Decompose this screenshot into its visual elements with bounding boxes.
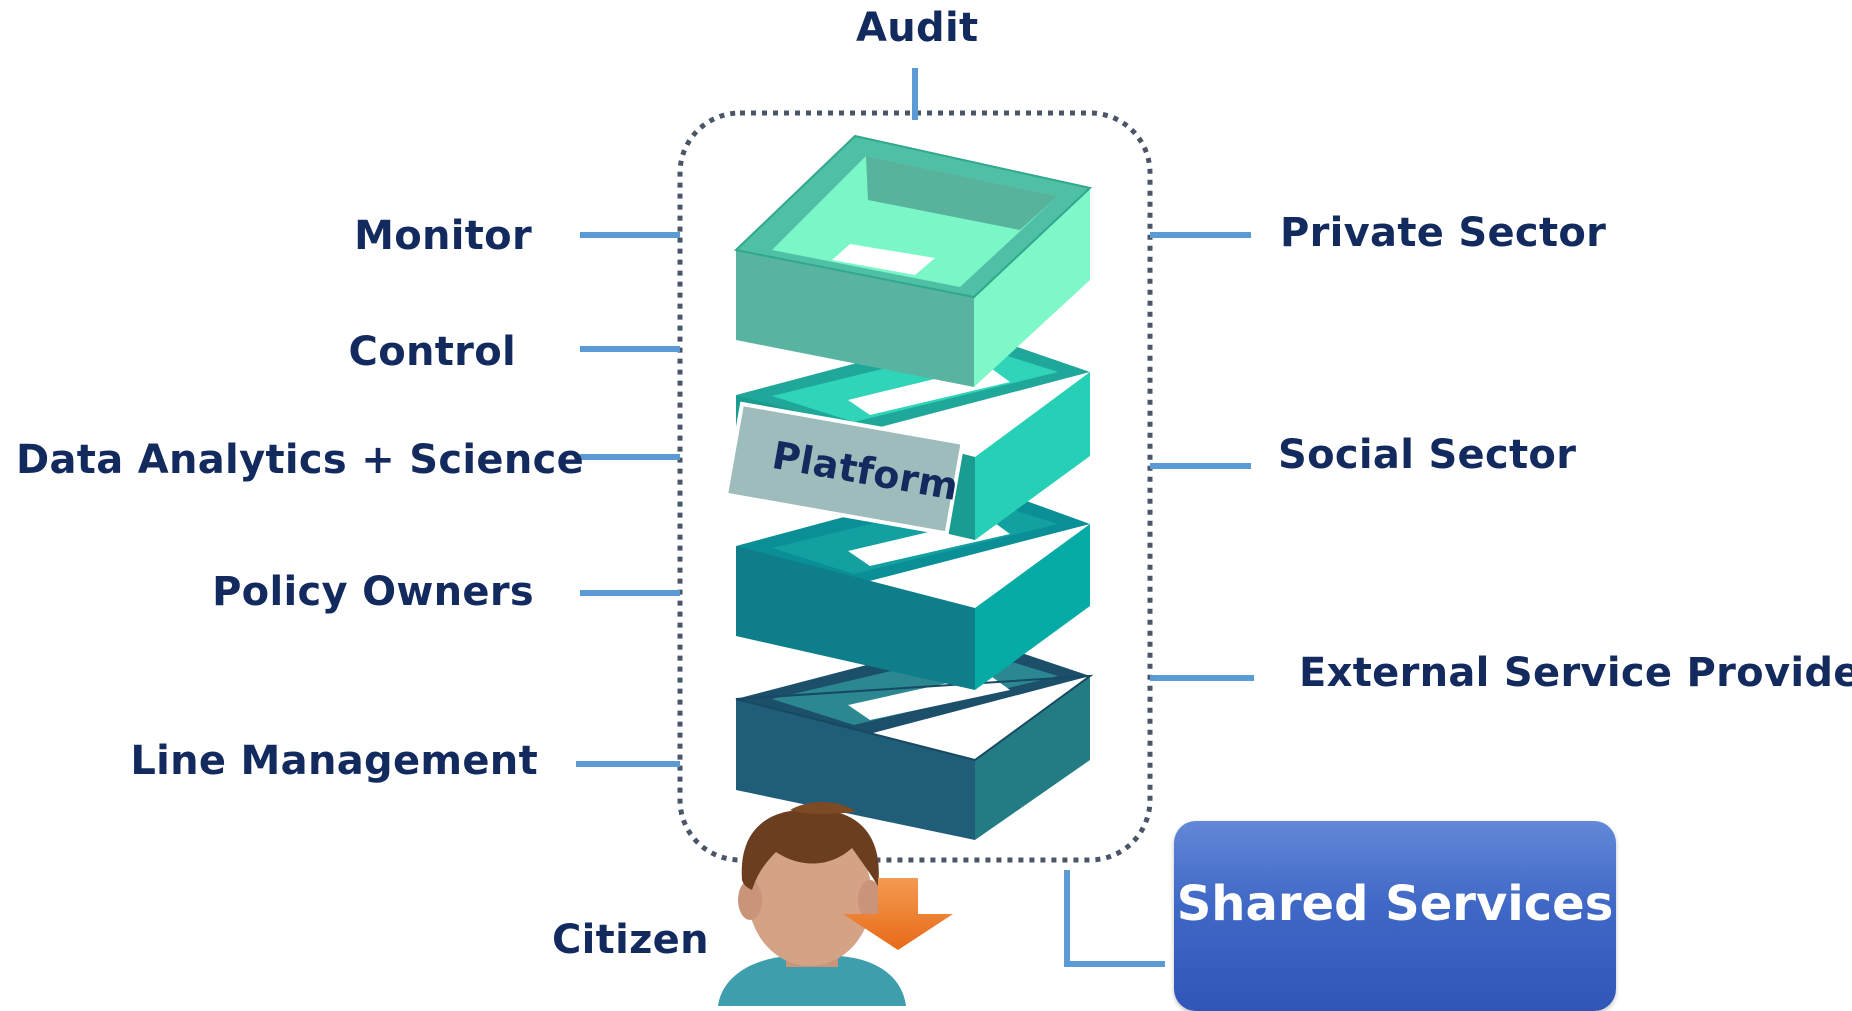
social-sector-label: Social Sector: [1278, 432, 1577, 478]
control-label: Control: [348, 329, 516, 375]
audit-label: Audit: [856, 5, 979, 51]
policy-owners-label: Policy Owners: [212, 569, 534, 615]
platform-label-plate: [723, 401, 965, 536]
external-service-providers-label: External Service Providers: [1299, 650, 1852, 696]
citizen-label: Citizen: [552, 917, 709, 963]
platform-layer-1: [733, 134, 1093, 387]
connector-shared-services: [1064, 870, 1165, 967]
shared-services-label: Shared Services: [1176, 876, 1614, 932]
data-analytics-science-label: Data Analytics + Science: [16, 437, 585, 483]
private-sector-label: Private Sector: [1280, 210, 1607, 256]
monitor-label: Monitor: [354, 213, 532, 259]
shared-services-box: [1174, 821, 1616, 1011]
down-arrow-icon: [843, 878, 953, 950]
line-management-label: Line Management: [130, 738, 538, 784]
citizen-avatar-icon: [718, 801, 906, 1006]
connector-lines: [576, 68, 1254, 967]
